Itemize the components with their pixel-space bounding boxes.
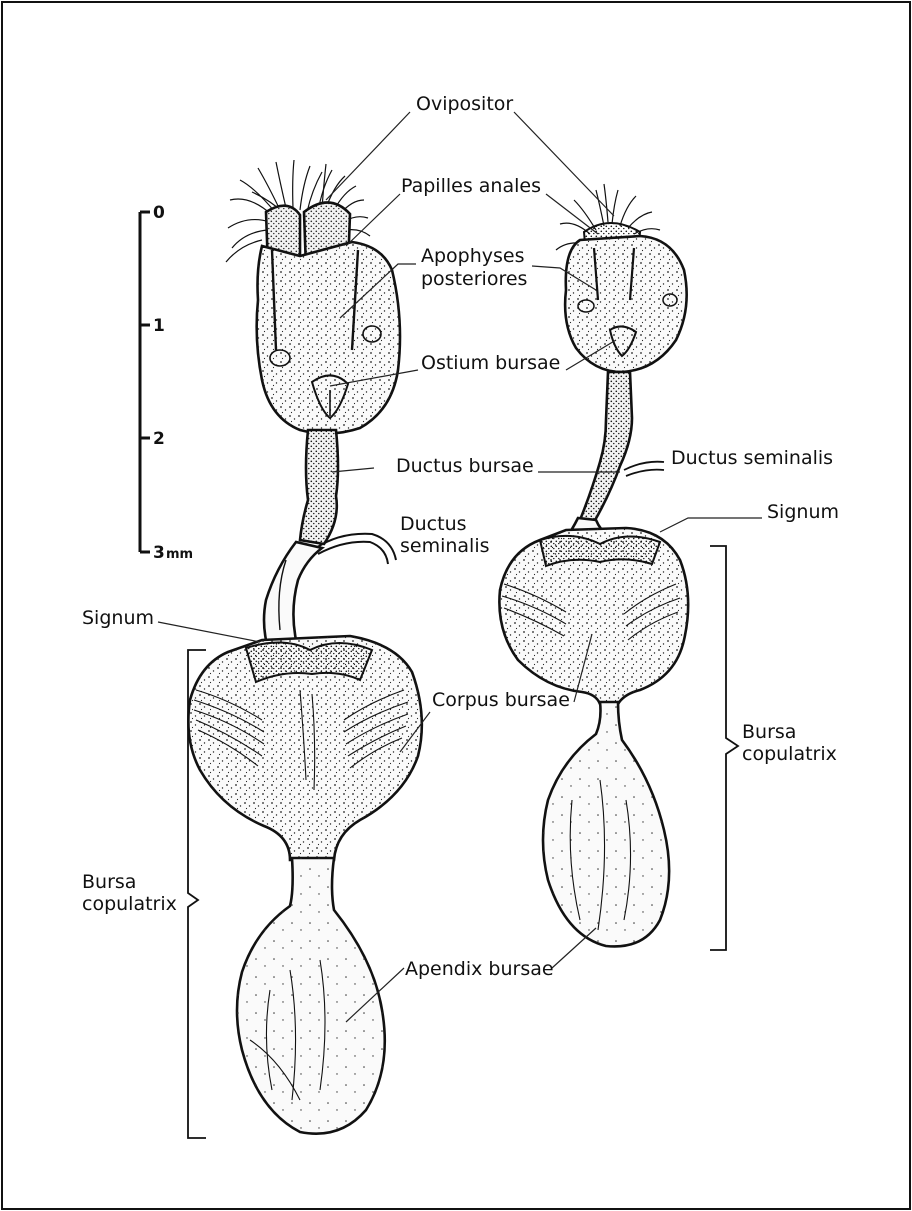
right-specimen — [499, 184, 688, 946]
label-signum-right: Signum — [767, 501, 839, 523]
scale-unit: mm — [166, 547, 193, 562]
left-neck — [264, 542, 322, 640]
label-ovipositor: Ovipositor — [416, 93, 513, 115]
label-ductus-bursae: Ductus bursae — [396, 455, 534, 477]
label-apophyses-2: posteriores — [421, 268, 527, 290]
label-ostium-bursae: Ostium bursae — [421, 352, 560, 374]
label-apophyses-1: Apophyses — [421, 245, 525, 267]
bursa-bracket-right — [710, 546, 738, 950]
label-ductus-seminalis-left-1: Ductus — [400, 513, 467, 535]
label-apendix-bursae: Apendix bursae — [405, 958, 554, 980]
label-ductus-seminalis-right: Ductus seminalis — [671, 447, 833, 469]
label-papilles-anales: Papilles anales — [401, 175, 541, 197]
scale-tick-2: 2 — [153, 429, 165, 449]
scale-tick-1: 1 — [153, 316, 165, 336]
label-corpus-bursae: Corpus bursae — [432, 689, 570, 711]
label-bursa-right-1: Bursa — [742, 721, 796, 743]
scale-tick-0: 0 — [153, 203, 165, 223]
label-signum-left: Signum — [82, 607, 154, 629]
label-bursa-left-1: Bursa — [82, 871, 136, 893]
label-bursa-right-2: copulatrix — [742, 743, 837, 765]
label-ductus-seminalis-left-2: seminalis — [400, 535, 490, 557]
label-bursa-left-2: copulatrix — [82, 893, 177, 915]
scale-tick-3: 3 — [153, 543, 165, 563]
scale-bar: 0 1 2 3 mm — [140, 203, 193, 563]
left-specimen — [188, 160, 421, 1134]
